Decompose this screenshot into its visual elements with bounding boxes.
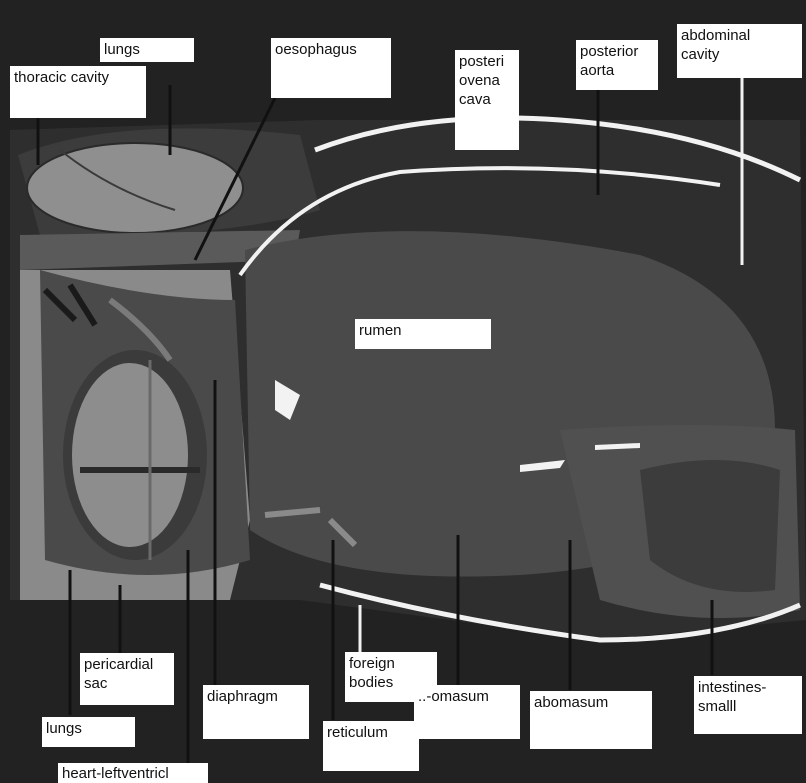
label-intestines-small: intestines- smalll xyxy=(694,676,802,734)
label-diaphragm: diaphragm xyxy=(203,685,309,739)
label-lungs-top: lungs xyxy=(100,38,194,62)
label-pericardial-sac: pericardial sac xyxy=(80,653,174,705)
label-abomasum: abomasum xyxy=(530,691,652,749)
label-thoracic-cavity: thoracic cavity xyxy=(10,66,146,118)
label-omasum: ..-omasum xyxy=(414,685,520,739)
label-posterior-aorta: posterior aorta xyxy=(576,40,658,90)
label-oesophagus: oesophagus xyxy=(271,38,391,98)
lung-upper xyxy=(27,143,243,233)
label-heart-leftventricle: heart-leftventricl xyxy=(58,763,208,783)
label-reticulum: reticulum xyxy=(323,721,419,771)
label-posterior-vena-cava: posteri ovena cava xyxy=(455,50,519,150)
label-lungs-bottom: lungs xyxy=(42,717,135,747)
heart-leftventricle-shape xyxy=(72,363,188,547)
label-abdominal-cavity: abdominal cavity xyxy=(677,24,802,78)
label-rumen: rumen xyxy=(355,319,491,349)
